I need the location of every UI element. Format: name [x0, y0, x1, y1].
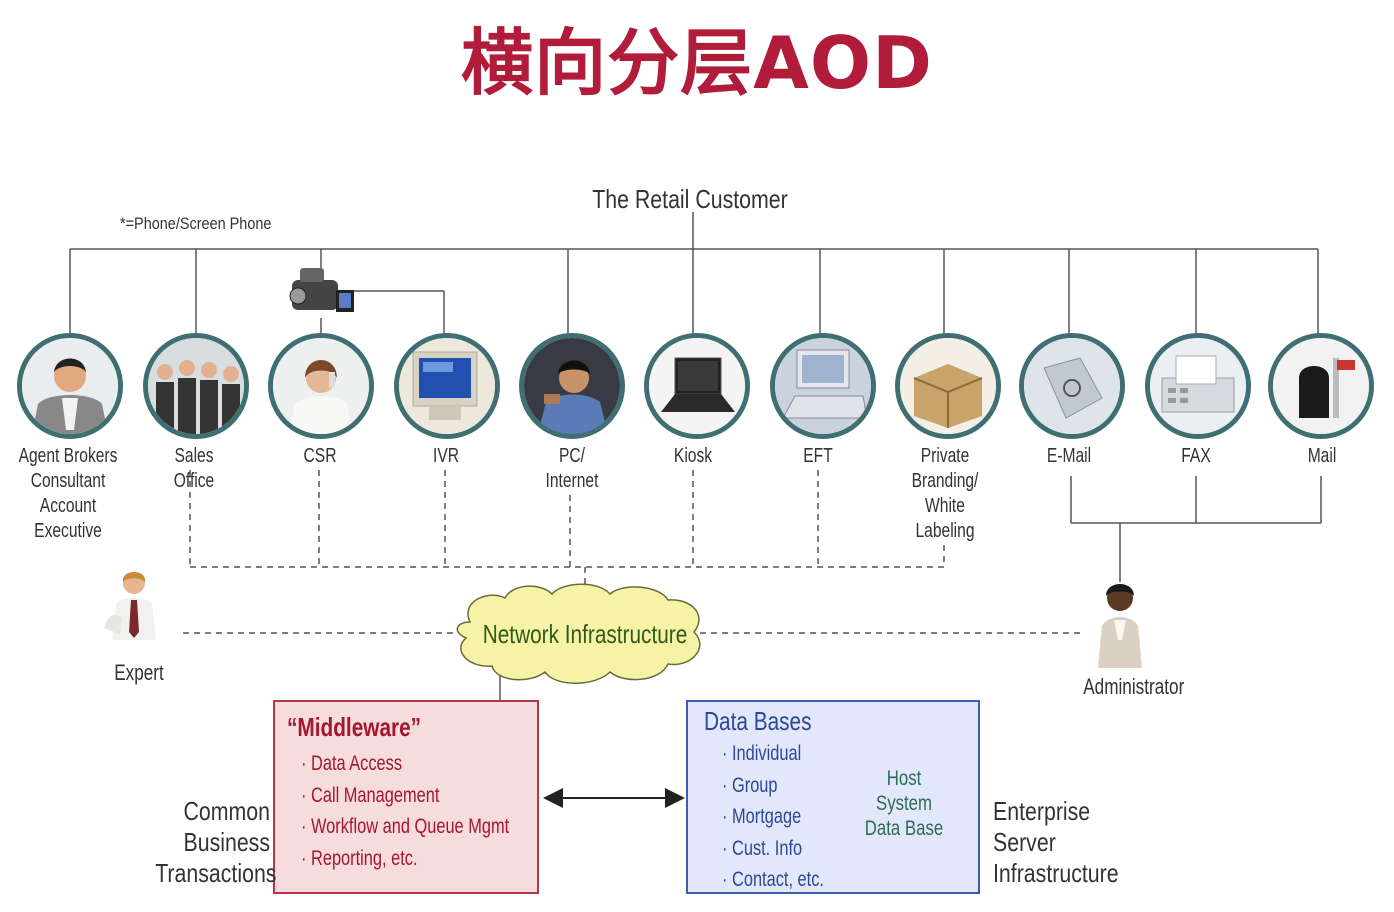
man-at-computer-photo-icon: [524, 338, 620, 434]
node-label-email: E-Mail: [1007, 444, 1132, 469]
node-label-line: EFT: [803, 445, 833, 467]
enterprise-server-infrastructure-label: Enterprise Server Infrastructure: [993, 796, 1141, 889]
common-business-transactions-label: Common Business Transactions: [155, 796, 277, 889]
retail-customer-label: The Retail Customer: [592, 184, 788, 214]
node-label-line: Kiosk: [673, 445, 713, 467]
node-label-line: Account: [39, 495, 97, 517]
node-label-pc: PC/ Internet: [510, 444, 635, 494]
administrator-person-icon: [1098, 584, 1142, 668]
expert-person-icon: [104, 572, 156, 640]
phone-note: *=Phone/Screen Phone: [120, 214, 272, 233]
fax-machine-photo-icon: [1150, 338, 1246, 434]
node-label-line: Private: [920, 445, 970, 467]
page-title: 横向分层AOD: [461, 21, 933, 105]
databases-box: Data Bases · Individual · Group · Mortga…: [686, 700, 980, 894]
middleware-item-text: Data Access: [311, 752, 403, 775]
side-label-line: Business: [183, 827, 270, 857]
node-label-line: Labeling: [915, 520, 975, 542]
node-pc-photo[interactable]: [519, 333, 625, 439]
database-item: · Cust. Info: [722, 836, 803, 860]
node-label-mail: Mail: [1260, 444, 1385, 469]
middleware-list: · Data Access · Call Management · Workfl…: [301, 748, 568, 874]
database-item: · Individual: [722, 742, 802, 765]
node-label-line: Consultant: [30, 470, 106, 492]
host-database-label: Host System Data Base: [859, 766, 949, 841]
middleware-title: “Middleware”: [287, 712, 422, 742]
node-email-photo[interactable]: [1019, 333, 1125, 439]
host-label-line: Host: [886, 767, 922, 790]
node-sales-photo[interactable]: [143, 333, 249, 439]
businessman-photo-icon: [22, 338, 118, 434]
node-label-csr: CSR: [258, 444, 383, 469]
expert-label: Expert: [114, 660, 164, 685]
middleware-item-text: Call Management: [311, 783, 440, 807]
camcorder-icon: [289, 268, 354, 312]
mailbox-photo-icon: [1273, 338, 1369, 434]
phone-operator-photo-icon: [273, 338, 369, 434]
node-label-fax: FAX: [1134, 444, 1259, 469]
node-label-line: IVR: [432, 445, 460, 467]
node-kiosk-photo[interactable]: [644, 333, 750, 439]
database-item-text: Individual: [732, 742, 802, 765]
node-label-line: Mail: [1307, 445, 1337, 467]
node-fax-photo[interactable]: [1145, 333, 1251, 439]
database-item-text: Mortgage: [732, 805, 802, 828]
host-label-line: Data Base: [864, 817, 944, 840]
host-label-line: System: [875, 792, 932, 815]
middleware-box: “Middleware” · Data Access · Call Manage…: [273, 700, 539, 894]
email-photo-icon: [1024, 338, 1120, 434]
node-ivr-photo[interactable]: [394, 333, 500, 439]
middleware-item-text: Workflow and Queue Mgmt: [311, 815, 510, 838]
node-label-agent: Agent Brokers Consultant Account Executi…: [6, 444, 131, 544]
node-branding-photo[interactable]: [895, 333, 1001, 439]
database-item: · Contact, etc.: [722, 868, 824, 891]
administrator-label: Administrator: [1083, 674, 1185, 699]
node-label-line: Branding/: [911, 470, 979, 492]
node-label-line: CSR: [303, 445, 337, 467]
middleware-item: · Data Access: [301, 752, 403, 775]
databases-list: · Individual · Group · Mortgage · Cust. …: [722, 738, 853, 896]
node-label-sales: Sales Office: [132, 444, 257, 494]
cardboard-box-photo-icon: [900, 338, 996, 434]
monitor-photo-icon: [399, 338, 495, 434]
node-label-branding: Private Branding/ White Labeling: [883, 444, 1008, 544]
node-label-ivr: IVR: [384, 444, 509, 469]
node-label-line: E-Mail: [1046, 445, 1092, 467]
side-label-line: Transactions: [155, 858, 277, 888]
databases-title: Data Bases: [704, 706, 812, 736]
node-agent-photo[interactable]: [17, 333, 123, 439]
middleware-item: · Call Management: [301, 783, 440, 807]
node-label-line: Office: [173, 470, 215, 492]
side-label-line: Common: [183, 796, 270, 826]
network-infrastructure-label: Network Infrastructure: [482, 619, 688, 649]
node-mail-photo[interactable]: [1268, 333, 1374, 439]
database-item-text: Group: [732, 773, 778, 797]
node-label-line: White: [925, 495, 965, 517]
database-item-text: Cust. Info: [732, 836, 803, 860]
middleware-item: · Workflow and Queue Mgmt: [301, 815, 510, 838]
node-label-line: PC/: [558, 445, 586, 467]
network-cloud: [456, 583, 701, 684]
node-label-eft: EFT: [756, 444, 881, 469]
node-label-line: Sales: [174, 445, 214, 467]
laptop-photo-icon: [649, 338, 745, 434]
middleware-item-text: Reporting, etc.: [311, 846, 418, 870]
sales-team-photo-icon: [148, 338, 244, 434]
database-item: · Mortgage: [722, 805, 802, 828]
node-label-kiosk: Kiosk: [631, 444, 756, 469]
node-label-line: Internet: [545, 470, 599, 492]
node-csr-photo[interactable]: [268, 333, 374, 439]
node-eft-photo[interactable]: [770, 333, 876, 439]
node-label-line: FAX: [1181, 445, 1211, 467]
database-item-text: Contact, etc.: [732, 868, 824, 891]
node-label-line: Executive: [34, 520, 102, 542]
database-item: · Group: [722, 773, 778, 797]
side-label-line: Enterprise: [993, 796, 1091, 826]
side-label-line: Server: [993, 827, 1056, 857]
keyboard-photo-icon: [775, 338, 871, 434]
middleware-item: · Reporting, etc.: [301, 846, 418, 870]
node-label-line: Agent Brokers: [18, 445, 118, 467]
side-label-line: Infrastructure: [993, 858, 1119, 888]
